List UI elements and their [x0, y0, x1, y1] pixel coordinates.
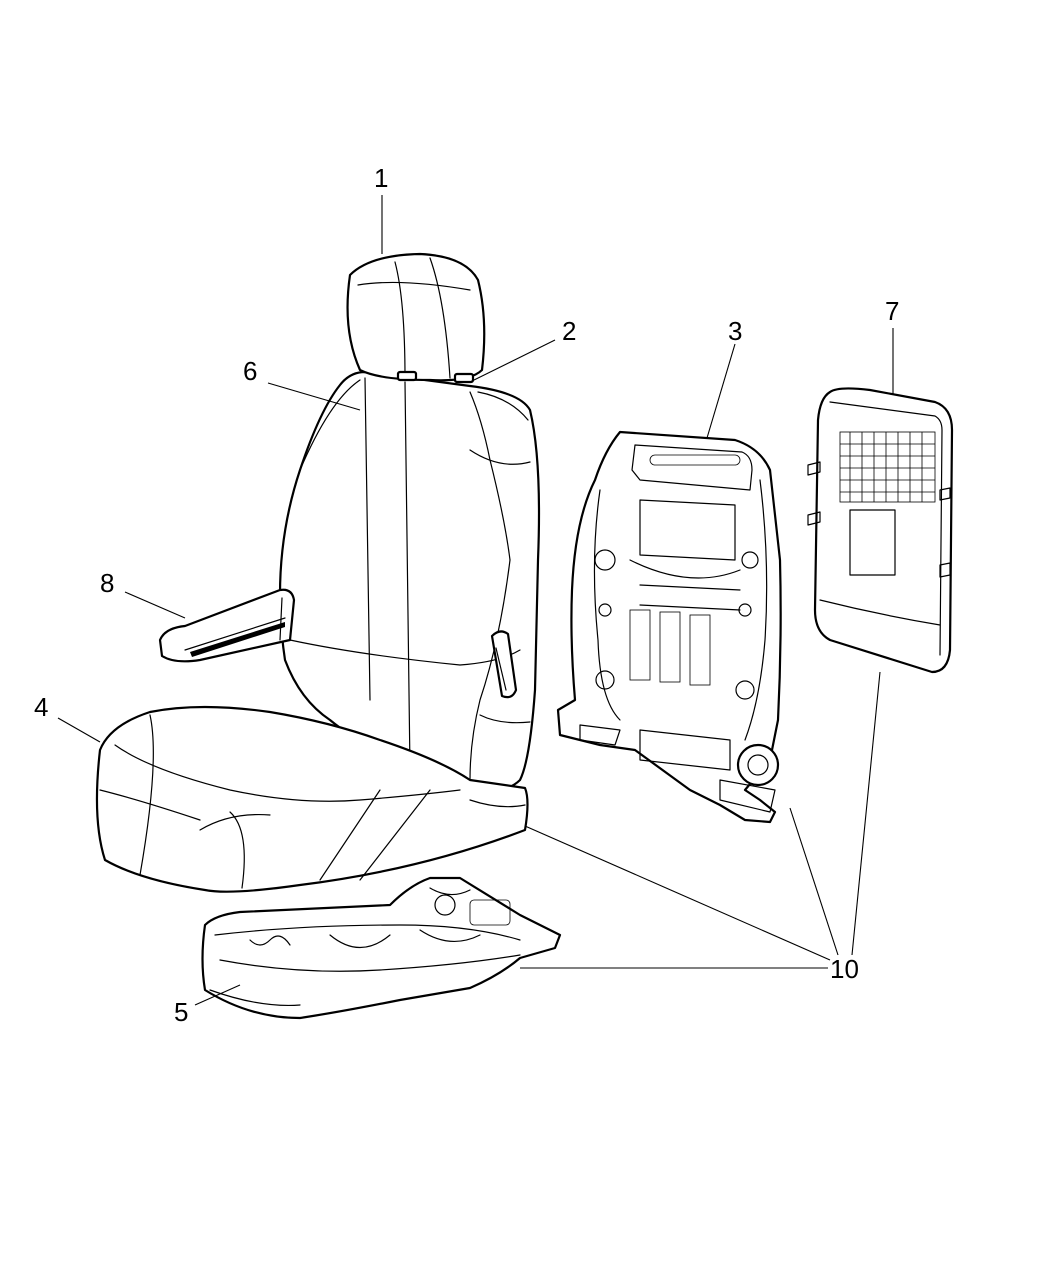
armrest — [158, 588, 296, 663]
callout-4: 4 — [34, 692, 48, 722]
seat-cushion — [95, 705, 529, 893]
headrest — [346, 252, 486, 384]
callout-5: 5 — [174, 997, 188, 1027]
callout-10: 10 — [830, 954, 859, 984]
callout-labels: 1 2 3 7 6 8 4 5 10 — [34, 163, 899, 1027]
seat-back-frame — [556, 430, 782, 824]
seat-back-panel — [807, 387, 954, 674]
callout-6: 6 — [243, 356, 257, 386]
callout-7: 7 — [885, 296, 899, 326]
callout-1: 1 — [374, 163, 388, 193]
recline-lever — [490, 630, 518, 699]
cushion-pan — [201, 876, 562, 1020]
callout-2: 2 — [562, 316, 576, 346]
callout-3: 3 — [728, 316, 742, 346]
callout-8: 8 — [100, 568, 114, 598]
leader-lines — [57, 195, 894, 1006]
